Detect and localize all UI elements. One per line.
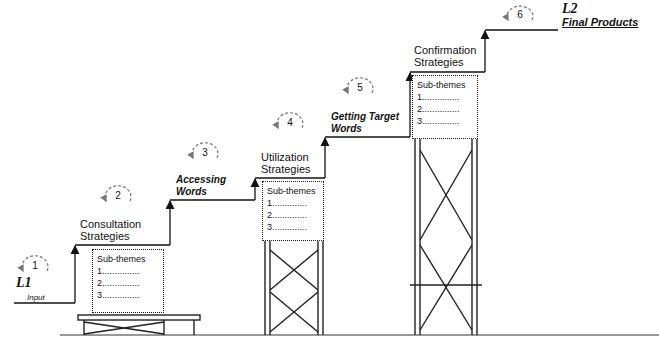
ground-line: [60, 335, 659, 336]
stair-risers: [75, 31, 485, 303]
stage-title: Confirmation Strategies: [414, 44, 482, 69]
step-number: 3: [202, 147, 208, 159]
scaffold-tall: [410, 138, 482, 335]
stage-title: Utilization Strategies: [261, 151, 323, 176]
subtheme-box: Sub-themes1...............2.............…: [412, 75, 478, 139]
box-heading: Sub-themes: [417, 79, 466, 91]
box-item: 1...............: [417, 91, 460, 103]
step-number: 1: [32, 260, 38, 272]
step-arcs: [22, 6, 533, 271]
box-item: 2..............: [267, 209, 307, 221]
box-item: 2...............: [97, 277, 140, 289]
language-label: L2: [562, 1, 578, 17]
box-item: 1..............: [267, 197, 307, 209]
subtheme-box: Sub-themes1..............2..............…: [262, 181, 324, 241]
box-heading: Sub-themes: [97, 253, 146, 265]
scaffold-middle: [265, 240, 323, 335]
language-label: L1: [16, 275, 32, 291]
transition-label: Getting Target Words: [331, 111, 408, 134]
product-label: Final Products: [562, 16, 638, 29]
step-number: 2: [115, 190, 121, 202]
input-label: Input: [27, 293, 45, 302]
box-item: 3...............: [417, 115, 460, 127]
step-number: 4: [287, 117, 293, 129]
stage-title: Consultation Strategies: [80, 218, 162, 243]
step-number: 6: [517, 9, 523, 21]
box-item: 3..............: [267, 221, 307, 233]
box-item: 2...............: [417, 103, 460, 115]
step-number: 5: [357, 82, 363, 94]
subtheme-box: Sub-themes1...............2.............…: [92, 249, 164, 313]
box-item: 3...............: [97, 289, 140, 301]
scaffold-low: [78, 315, 200, 335]
transition-label: Accessing Words: [176, 174, 252, 197]
box-heading: Sub-themes: [267, 185, 316, 197]
box-item: 1...............: [97, 265, 140, 277]
